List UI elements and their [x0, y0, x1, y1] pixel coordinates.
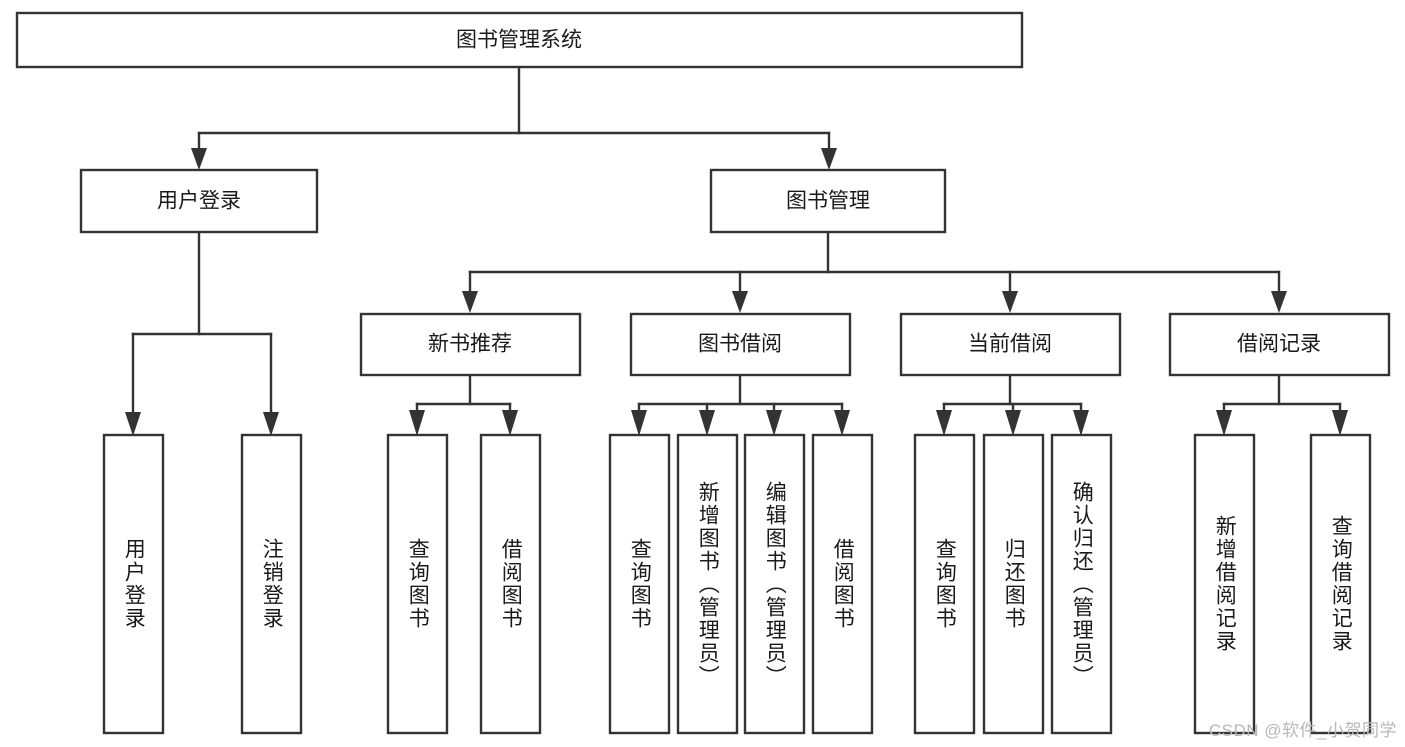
node-label-borrow-record: 借阅记录: [1237, 333, 1321, 356]
arrowhead-leaf-confirm-return: [1073, 410, 1089, 436]
arrowhead-current-borrow: [1002, 291, 1018, 313]
node-label-root: 图书管理系统: [456, 29, 582, 52]
node-box-leaf-add-record[interactable]: [1193, 433, 1256, 735]
arrowhead-user-login: [191, 148, 207, 170]
arrowhead-leaf-borrow-book-1: [502, 410, 518, 436]
node-box-leaf-borrow-book-2[interactable]: [811, 433, 874, 735]
node-box-borrow-record[interactable]: [1168, 312, 1391, 377]
node-box-leaf-edit-book[interactable]: [743, 433, 806, 735]
node-box-leaf-add-book[interactable]: [676, 433, 739, 735]
node-box-book-borrow[interactable]: [629, 312, 852, 377]
arrowhead-leaf-logout: [263, 412, 279, 436]
node-layer: 图书管理系统 用户登录 图书管理 新书推荐 图书借阅 当前借阅 借阅记录: [15, 11, 1391, 735]
arrowhead-leaf-query-book-2: [631, 410, 647, 436]
arrowhead-borrow-record: [1271, 291, 1287, 313]
node-label-new-book-rec: 新书推荐: [428, 333, 512, 356]
arrowhead-leaf-add-record: [1216, 410, 1232, 436]
arrowhead-leaf-query-record: [1332, 410, 1348, 436]
node-box-leaf-confirm-return[interactable]: [1050, 433, 1113, 735]
node-box-leaf-query-book-1[interactable]: [386, 433, 449, 735]
node-box-root[interactable]: [15, 11, 1024, 69]
node-box-leaf-borrow-book-1[interactable]: [479, 433, 542, 735]
watermark-label: CSDN @软件_小贺同学: [1208, 721, 1397, 740]
node-label-book-borrow: 图书借阅: [698, 333, 782, 356]
node-box-leaf-query-book-2[interactable]: [608, 433, 671, 735]
node-box-leaf-query-record[interactable]: [1309, 433, 1372, 735]
node-box-leaf-logout[interactable]: [240, 433, 303, 735]
arrowhead-leaf-query-book-3: [936, 410, 952, 436]
node-label-current-borrow: 当前借阅: [968, 333, 1052, 356]
arrowhead-new-book-rec: [462, 291, 478, 313]
arrowhead-leaf-edit-book: [766, 410, 782, 436]
arrowhead-leaf-user-login: [125, 412, 141, 436]
node-box-new-book-rec[interactable]: [359, 312, 582, 377]
arrowhead-leaf-borrow-book-2: [834, 410, 850, 436]
node-box-current-borrow[interactable]: [899, 312, 1122, 377]
node-label-book-manage: 图书管理: [786, 190, 870, 213]
arrowhead-leaf-return-book: [1005, 410, 1021, 436]
arrowhead-leaf-query-book-1: [409, 410, 425, 436]
arrowhead-leaf-add-book: [699, 410, 715, 436]
node-label-user-login: 用户登录: [157, 190, 241, 213]
arrowhead-book-borrow: [732, 291, 748, 313]
arrowhead-book-manage: [821, 148, 837, 170]
node-box-leaf-user-login[interactable]: [102, 433, 165, 735]
node-box-book-manage[interactable]: [709, 168, 947, 234]
connector-layer: [125, 65, 1348, 436]
node-box-user-login[interactable]: [79, 168, 319, 234]
node-box-leaf-query-book-3[interactable]: [913, 433, 976, 735]
node-box-leaf-return-book[interactable]: [982, 433, 1045, 735]
